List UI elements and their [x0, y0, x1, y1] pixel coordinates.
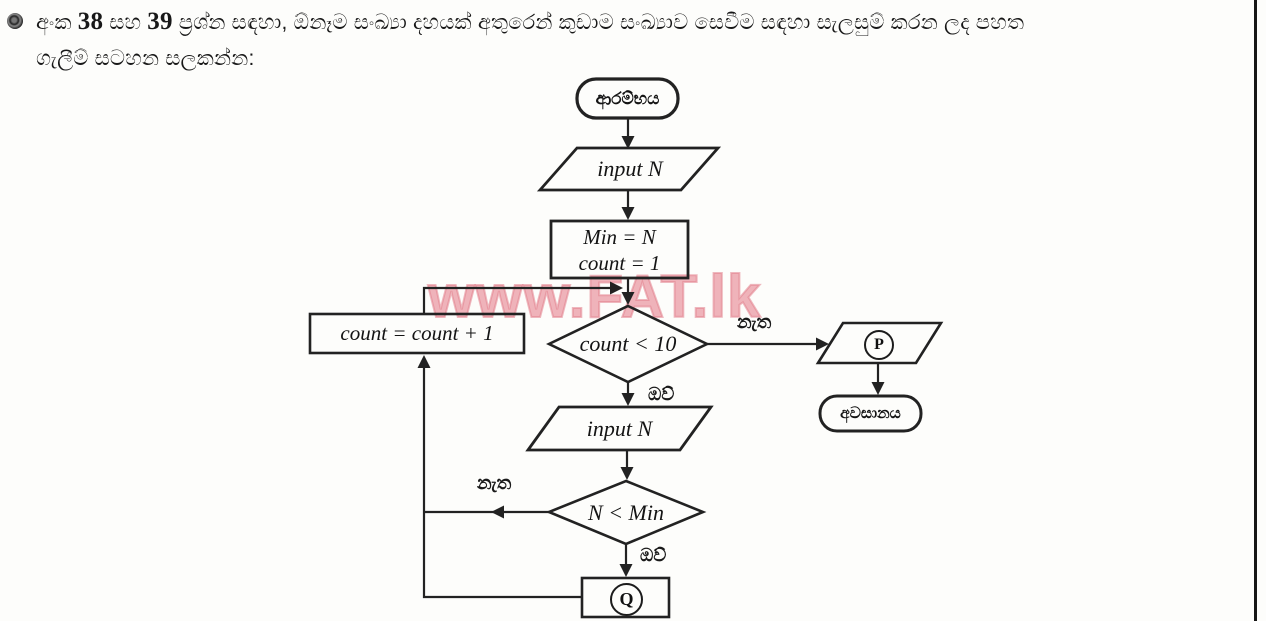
bullet-icon — [7, 13, 23, 29]
arrowhead-into-end — [871, 382, 885, 395]
question-number-38: 38 — [77, 8, 104, 35]
input2-parallelogram — [525, 405, 714, 452]
connector-loop-return — [422, 286, 610, 314]
arrowhead-decision2-no — [491, 505, 504, 519]
connector-q-to-increment — [422, 358, 582, 599]
question-intro-line1: අංක 38 සහ 39 ප්‍රශ්න සඳහා, ඕනෑම සංඛ්‍යා … — [36, 8, 1024, 36]
init-process-rect — [549, 219, 690, 280]
start-terminal-label: ආරම්භය — [595, 88, 660, 108]
connector-q-circle: Q — [610, 583, 643, 616]
input1-label: input N — [597, 156, 663, 181]
arrowhead-into-increment — [417, 355, 431, 368]
init-line2: count = 1 — [578, 250, 661, 275]
decision1-yes-label: ඔව් — [648, 384, 675, 404]
min-decision-label: N < Min — [588, 499, 664, 525]
input2-label: input N — [586, 415, 653, 441]
question-intro-line2: ගැලීම් සටහන සලකන්න: — [36, 47, 255, 70]
end-terminal-label: අවසානය — [840, 404, 901, 422]
decision2-no-label: නැත — [477, 473, 512, 493]
increment-label: count = count + 1 — [340, 321, 494, 345]
arrowhead-into-input1 — [621, 136, 635, 149]
intro-text-seg3: ප්‍රශ්න සඳහා, ඕනෑම සංඛ්‍යා දහයක් අතුරෙන්… — [172, 11, 1025, 34]
increment-rect — [308, 312, 526, 355]
p-output-parallelogram — [815, 321, 944, 365]
arrowhead-into-q — [619, 564, 633, 577]
arrowhead-into-decision2 — [620, 467, 634, 480]
arrowhead-into-init — [621, 207, 635, 220]
connector-p-circle: P — [864, 330, 894, 360]
intro-text-seg2: සහ — [103, 11, 148, 34]
count-decision-label: count < 10 — [579, 331, 677, 356]
init-process-label: Min = N count = 1 — [551, 221, 688, 278]
arrowhead-loop-join — [610, 281, 623, 295]
page-border-line — [1254, 0, 1257, 621]
watermark-text: www.FAT.lk — [427, 262, 762, 331]
arrowhead-into-p — [816, 337, 829, 351]
arrowhead-into-input2 — [621, 393, 635, 406]
decision2-yes-label: ඔව් — [640, 545, 667, 565]
arrowhead-into-decision1 — [621, 292, 635, 305]
question-number-39: 39 — [147, 8, 173, 35]
intro-text-seg1: අංක — [36, 11, 78, 34]
decision1-no-label: නැත — [737, 312, 772, 332]
end-terminal-shape — [818, 394, 923, 433]
init-line1: Min = N — [583, 224, 656, 249]
input1-parallelogram — [536, 146, 722, 192]
